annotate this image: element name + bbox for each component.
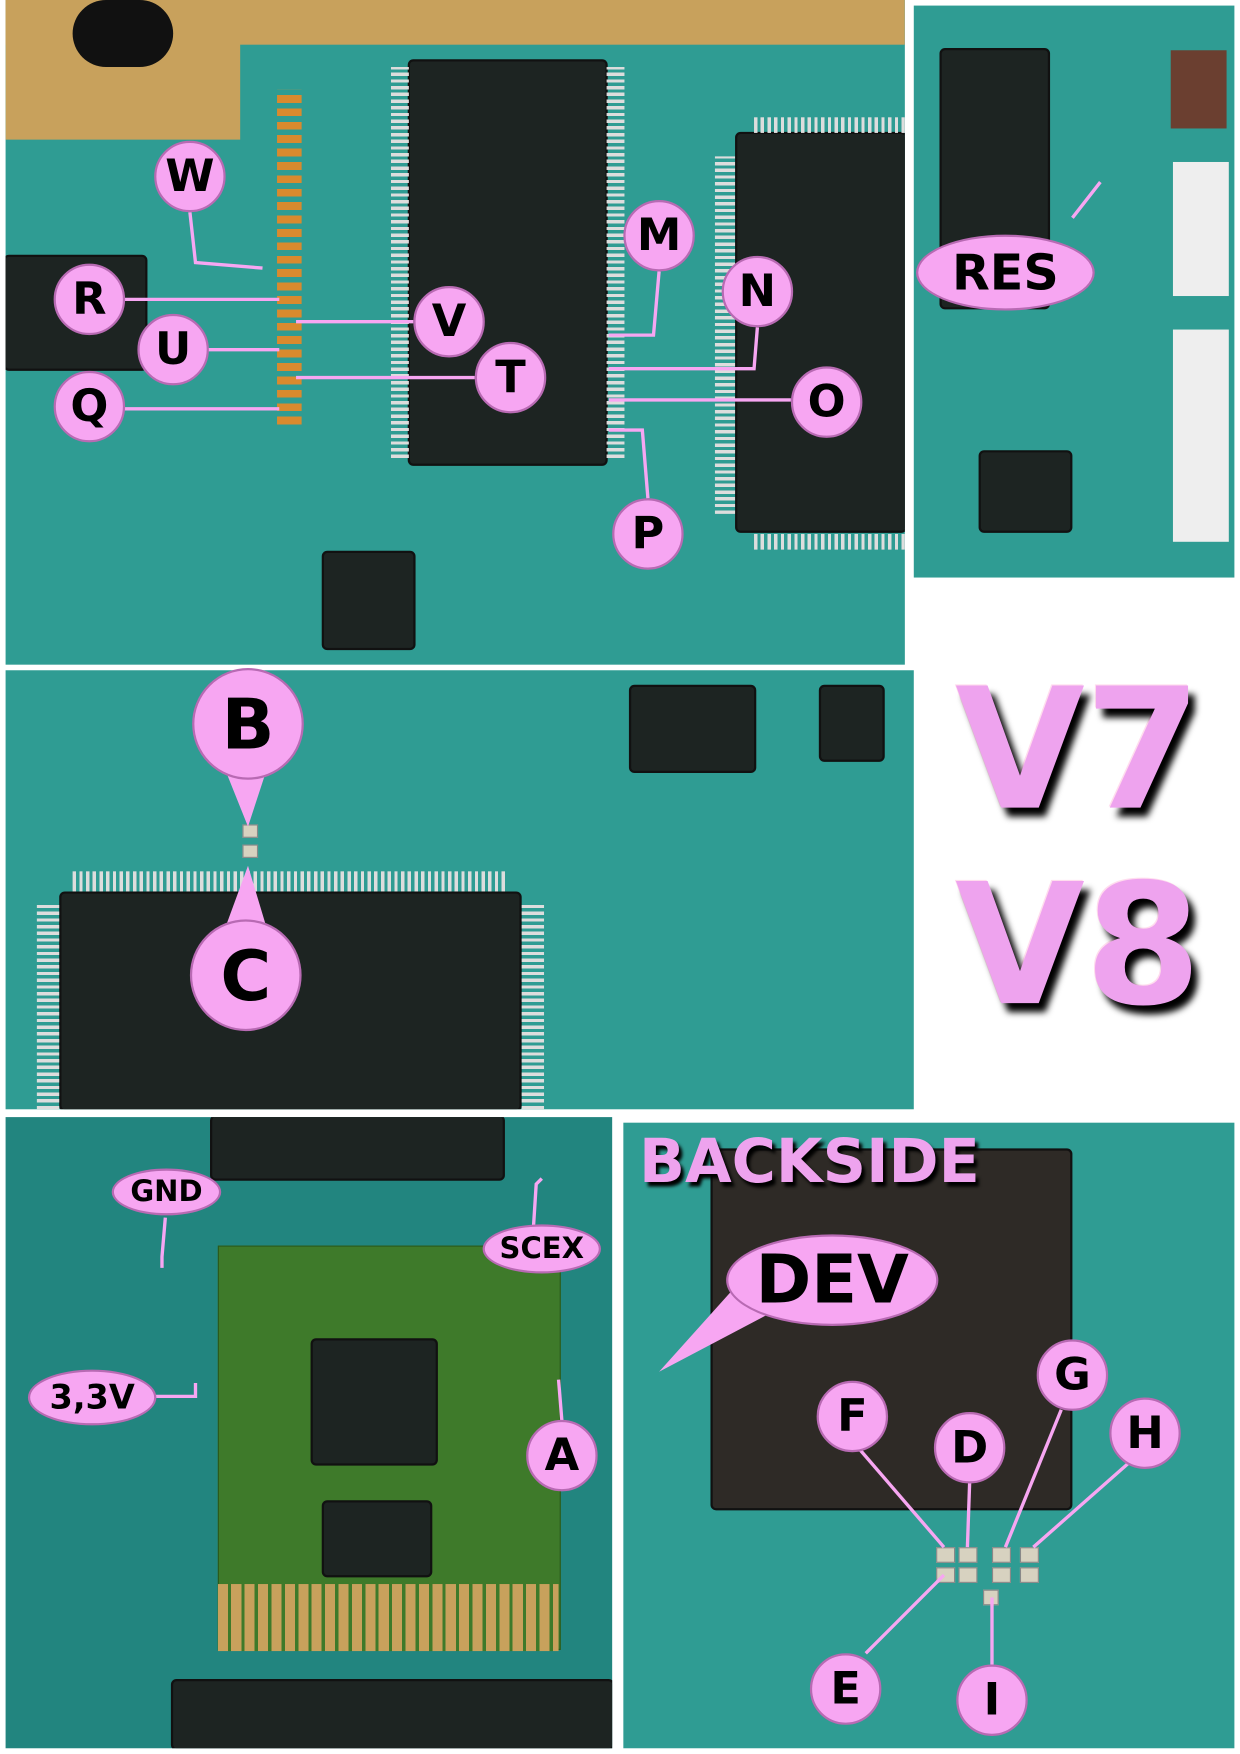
label-c: C: [189, 919, 302, 1032]
label-r: R: [53, 263, 126, 336]
label-gnd: GND: [111, 1168, 222, 1216]
label-v: V: [413, 285, 485, 358]
label-u: U: [137, 313, 209, 386]
label-f: F: [816, 1380, 889, 1453]
title-v7: V7: [955, 653, 1202, 848]
label-t: T: [474, 341, 547, 414]
label-h: H: [1109, 1397, 1181, 1469]
label-p: P: [612, 498, 684, 570]
label-dev: DEV: [726, 1234, 939, 1326]
label-e: E: [809, 1653, 882, 1725]
label-res: RES: [916, 234, 1095, 311]
label-n: N: [721, 255, 794, 328]
label-d: D: [933, 1412, 1006, 1484]
label-b: B: [192, 668, 304, 780]
label-scex: SCEX: [482, 1224, 601, 1274]
label-i: I: [956, 1664, 1028, 1736]
label-m: M: [623, 199, 695, 272]
label-a: A: [526, 1419, 598, 1492]
label-q: Q: [53, 370, 126, 443]
label-3-3v: 3,3V: [27, 1369, 157, 1426]
photo-bottom-right: [623, 1122, 1235, 1749]
label-o: O: [790, 366, 863, 438]
label-g: G: [1036, 1339, 1109, 1411]
photo-middle: [5, 670, 914, 1110]
title-v8: V8: [955, 848, 1202, 1044]
label-w: W: [154, 140, 226, 213]
title-backside: BACKSIDE: [638, 1126, 980, 1197]
photo-bottom-left: [5, 1117, 613, 1749]
